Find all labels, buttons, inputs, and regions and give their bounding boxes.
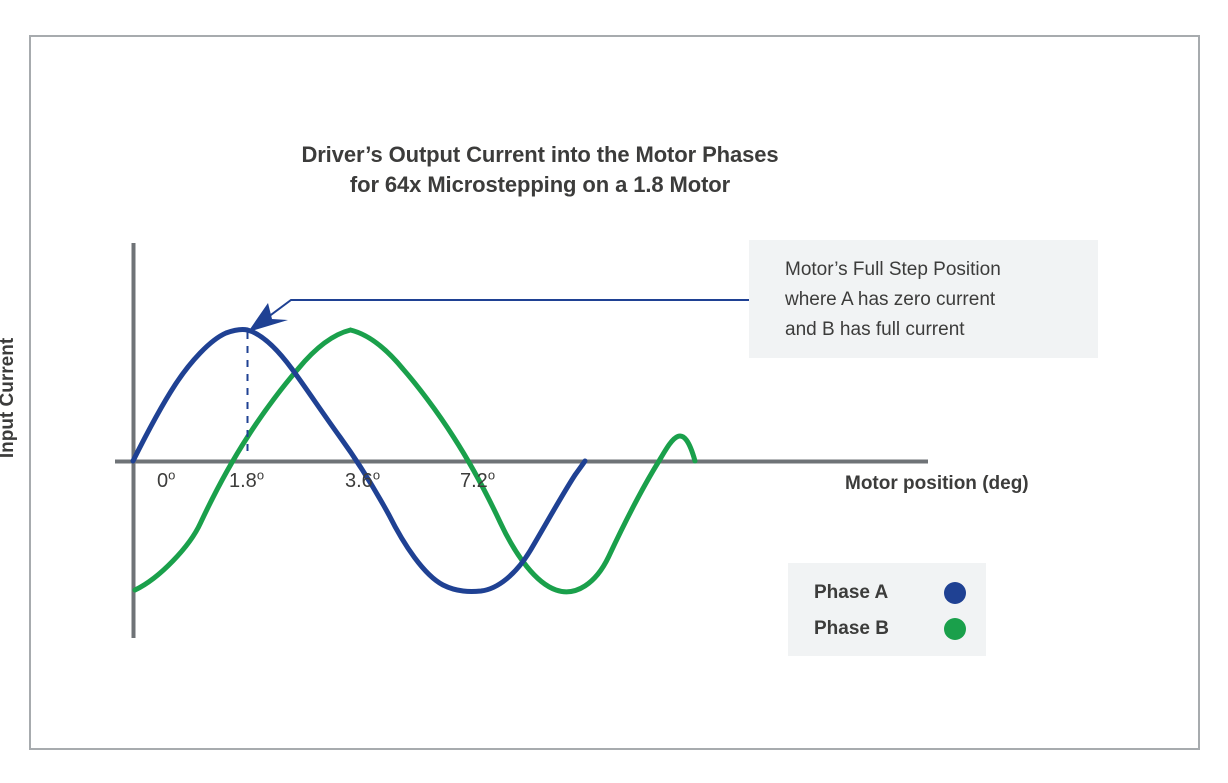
legend-label-phase-b: Phase B <box>814 618 889 639</box>
chart-title-line-1: Driver’s Output Current into the Motor P… <box>301 142 779 167</box>
chart-legend: Phase A Phase B <box>788 563 986 656</box>
legend-item-phase-b: Phase B <box>814 613 974 645</box>
full-step-annotation-box: Motor’s Full Step Position where A has z… <box>749 240 1098 358</box>
series-phase-a-curve <box>130 326 588 594</box>
legend-dot-phase-b <box>944 618 966 640</box>
annotation-line-1: Motor’s Full Step Position <box>785 259 1001 280</box>
x-tick-label-0: 0o <box>157 467 176 492</box>
legend-label-phase-a: Phase A <box>814 582 889 603</box>
x-tick-label-3: 7.2o <box>460 467 496 492</box>
series-phase-b-curve <box>132 327 698 595</box>
annotation-arrow-head <box>248 303 288 332</box>
annotation-line-2: where A has zero current <box>785 289 996 310</box>
chart-title-line-2: for 64x Microstepping on a 1.8 Motor <box>349 172 731 197</box>
annotation-line-3: and B has full current <box>785 319 965 340</box>
full-step-annotation-text: Motor’s Full Step Position where A has z… <box>785 255 1001 345</box>
figure-border <box>29 35 1200 750</box>
x-tick-label-2: 3.6o <box>345 467 381 492</box>
x-tick-label-1: 1.8o <box>229 467 265 492</box>
legend-item-phase-a: Phase A <box>814 577 974 609</box>
chart-title: Driver’s Output Current into the Motor P… <box>180 140 900 200</box>
x-axis-label: Motor position (deg) <box>845 473 1029 494</box>
legend-dot-phase-a <box>944 582 966 604</box>
y-axis-label: Input Current <box>0 337 18 459</box>
annotation-leader-line <box>251 299 749 330</box>
